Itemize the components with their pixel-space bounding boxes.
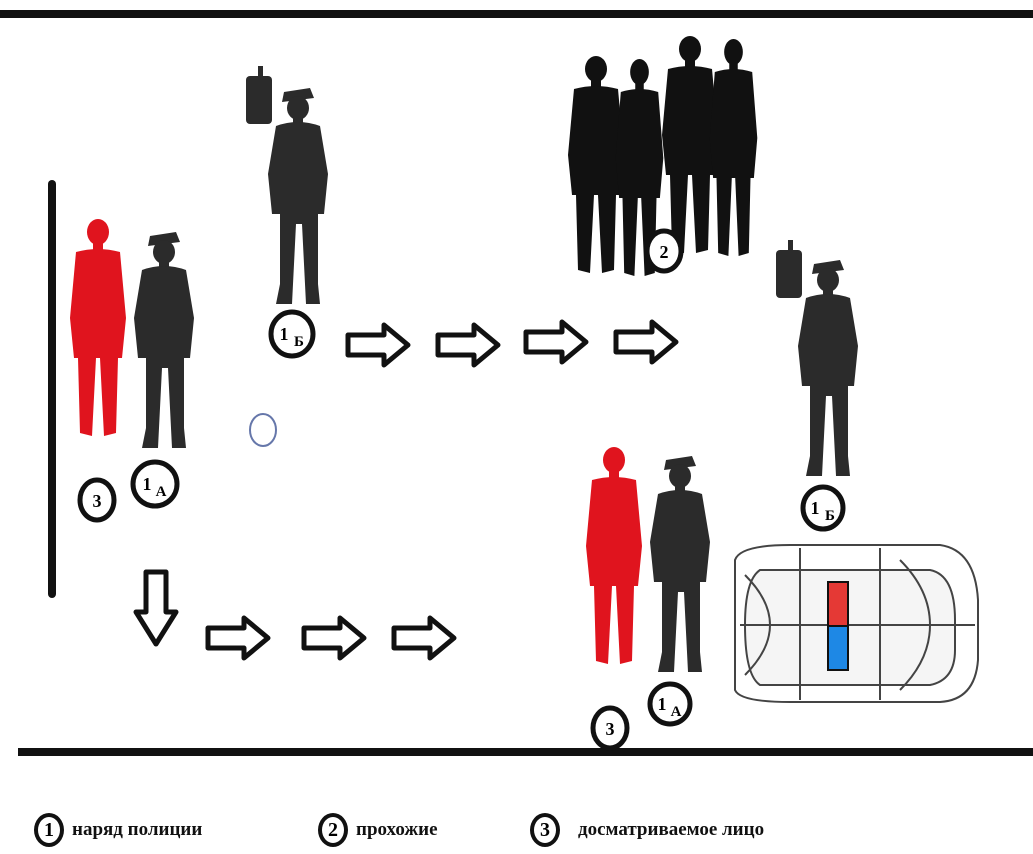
legend-label: наряд полиции [72,819,203,840]
svg-text:3: 3 [606,719,615,739]
marker-1b-right: 1 Б [800,484,846,532]
arrow-right-icon [208,618,268,658]
officer-figure-1b-top [268,88,328,304]
svg-text:А: А [156,484,167,500]
radio-icon [246,66,272,124]
marker-1a-right: 1 А [647,681,693,727]
legend-item-passersby: 2 прохожие [318,810,438,850]
svg-text:Б: Б [294,334,304,350]
empty-circle-marker [249,413,277,447]
legend-marker: 3 [530,813,560,847]
svg-text:1: 1 [658,694,667,714]
bottom-border-line [18,748,1033,756]
svg-text:1: 1 [143,474,152,494]
marker-3-left: 3 [77,477,117,523]
svg-text:1: 1 [280,324,289,344]
legend-label: прохожие [356,819,438,840]
svg-text:3: 3 [93,491,102,511]
siren-blue [827,625,849,671]
svg-text:1: 1 [811,498,820,518]
top-border-line [0,10,1033,18]
arrow-right-icon [348,325,408,365]
wall-line [48,180,56,598]
arrow-down-icon [133,569,179,647]
arrow-right-icon [438,325,498,365]
arrow-right-icon [394,618,454,658]
legend-marker: 2 [318,813,348,847]
suspect-figure-left [70,219,126,436]
marker-1b-top: 1 Б [268,309,316,359]
suspect-figure-right [586,447,642,664]
officer-figure-1b-right [798,260,858,476]
svg-text:Б: Б [825,508,835,524]
legend-marker: 1 [34,813,64,847]
arrow-right-icon [526,322,586,362]
svg-text:2: 2 [660,242,669,262]
marker-2: 2 [644,228,684,274]
legend-item-police: 1 наряд полиции [34,810,202,850]
arrow-right-icon [304,618,364,658]
police-car [734,544,979,703]
arrow-right-icon [616,322,676,362]
legend-label: досматриваемое лицо [578,819,765,840]
siren-red [827,581,849,627]
officer-figure-1a-right [650,456,710,672]
svg-text:А: А [671,704,682,720]
legend-item-suspect: 3 досматриваемое лицо [530,810,764,850]
radio-icon [776,240,802,298]
marker-3-right: 3 [590,705,630,751]
marker-1a-left: 1 А [130,459,180,509]
officer-figure-1a-left [134,232,194,448]
